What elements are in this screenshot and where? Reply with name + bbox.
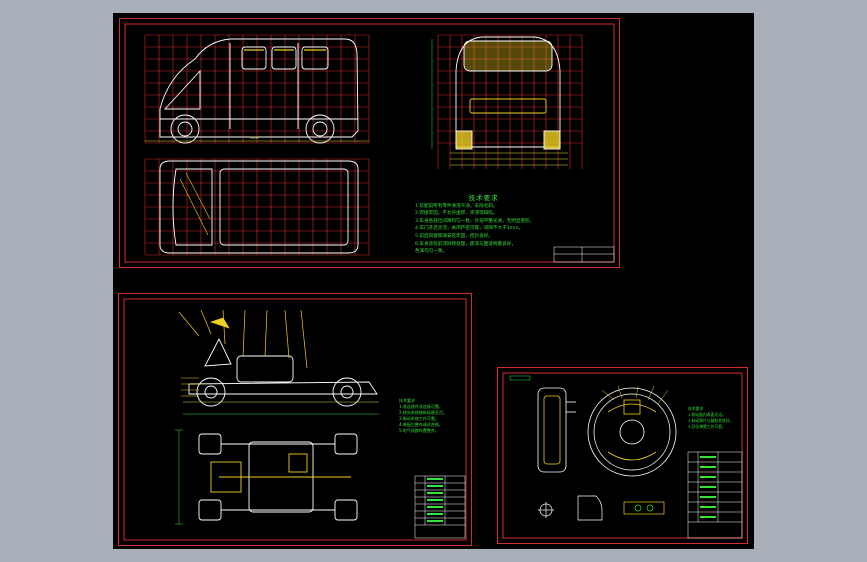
brake-parts-fill bbox=[700, 456, 716, 518]
requirements-title: 技术要求 bbox=[468, 194, 499, 202]
brake-detail-views bbox=[538, 495, 665, 521]
note-line: 技术要求 bbox=[399, 398, 415, 403]
van-top-view bbox=[159, 160, 359, 254]
note-line: 3.制动系统工作可靠。 bbox=[399, 416, 439, 421]
parts-list-fill bbox=[427, 478, 443, 522]
requirement-line: 5.前后风窗玻璃安装牢固，密封良好。 bbox=[415, 233, 493, 239]
sheet-brake-graphics bbox=[502, 372, 743, 539]
window-hatch-side bbox=[244, 49, 326, 51]
note-line: 1.制动鼓内表面光洁。 bbox=[688, 412, 726, 417]
brake-section-view bbox=[537, 387, 576, 473]
sheet-chassis-assembly[interactable]: 技术要求 1.各连接件须连接可靠。 2.转向系统操纵轻便灵活。 3.制动系统工作… bbox=[118, 293, 472, 546]
technical-requirements: 技术要求 1.装配前所有零件清洗干净，去除毛刺。 2.焊接牢固，不允许虚焊、夹渣… bbox=[415, 194, 535, 256]
sheet1-title-block bbox=[553, 246, 615, 263]
requirement-line: 6.车身涂装前须除锈处理，底漆与面漆附着良好， bbox=[415, 241, 516, 247]
note-line: 2.制动蹄片与鼓贴合良好。 bbox=[688, 418, 734, 423]
dimension-lines bbox=[175, 413, 379, 525]
chassis-side-view bbox=[183, 337, 379, 407]
note-line: 技术要求 bbox=[688, 406, 704, 411]
van-front-view bbox=[431, 36, 568, 166]
brake-parts-table bbox=[687, 451, 743, 539]
chassis-top-view bbox=[198, 433, 358, 521]
brake-leaders bbox=[601, 385, 669, 405]
parts-list-table bbox=[414, 475, 466, 539]
chassis-notes: 技术要求 1.各连接件须连接可靠。 2.转向系统操纵轻便灵活。 3.制动系统工作… bbox=[399, 398, 447, 434]
sheet-chassis-graphics bbox=[123, 298, 467, 541]
requirement-line: 2.焊接牢固，不允许虚焊、夹渣等缺陷。 bbox=[415, 211, 498, 217]
inner-frame bbox=[502, 372, 743, 539]
requirement-line: 4.车门开启灵活，关闭严密可靠，间隙不大于3mm。 bbox=[415, 226, 524, 232]
note-line: 1.各连接件须连接可靠。 bbox=[399, 404, 443, 409]
leader-lines-left bbox=[181, 377, 199, 397]
requirement-line: 1.装配前所有零件清洗干净，去除毛刺。 bbox=[415, 203, 498, 209]
brake-notes: 技术要求 1.制动鼓内表面光洁。 2.制动蹄片与鼓贴合良好。 3.回位弹簧工作可… bbox=[688, 406, 733, 430]
note-line: 2.转向系统操纵轻便灵活。 bbox=[399, 410, 447, 415]
sheet-body-drawing[interactable]: 3200 技术要求 1.装配前所有零件清洗干净，去除毛刺。 2.焊接牢固，不允许… bbox=[119, 18, 620, 268]
sheet-tag bbox=[509, 375, 531, 381]
inner-frame bbox=[124, 23, 615, 263]
drawing-canvas[interactable]: 3200 技术要求 1.装配前所有零件清洗干净，去除毛刺。 2.焊接牢固，不允许… bbox=[113, 13, 754, 549]
note-line: 3.回位弹簧工作可靠。 bbox=[688, 424, 726, 429]
side-dimension-label: 3200 bbox=[250, 136, 259, 140]
sheet-brake-assembly[interactable]: 技术要求 1.制动鼓内表面光洁。 2.制动蹄片与鼓贴合良好。 3.回位弹簧工作可… bbox=[497, 367, 748, 544]
top-view-grid bbox=[144, 158, 370, 256]
sheet-body-graphics bbox=[124, 23, 615, 263]
brake-face-view bbox=[587, 387, 677, 477]
requirement-line: 色泽均匀一致。 bbox=[415, 249, 448, 255]
van-side-view bbox=[145, 38, 369, 144]
note-line: 5.电气线路布置整齐。 bbox=[399, 428, 439, 433]
requirement-line: 3.车身各部位间隙均匀一致，外观平整光滑，无明显变形。 bbox=[415, 218, 535, 224]
leader-lines-top bbox=[178, 309, 308, 369]
note-line: 4.装配后整车调试合格。 bbox=[399, 422, 443, 427]
inner-frame bbox=[123, 298, 467, 541]
